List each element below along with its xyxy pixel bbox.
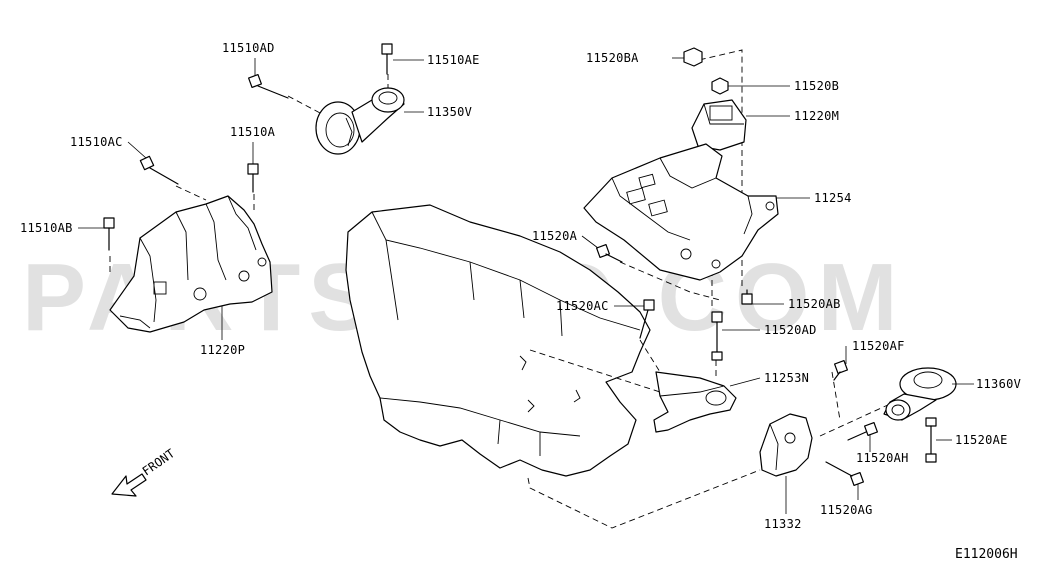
nut-11520BA <box>683 47 703 67</box>
callout-11350V: 11350V <box>427 105 472 119</box>
bolt-11520AC <box>639 299 655 339</box>
callout-11220M: 11220M <box>794 109 839 123</box>
front-arrow-icon <box>111 473 147 497</box>
callout-11520BA: 11520BA <box>586 51 639 65</box>
part-11350V-mount <box>315 87 405 155</box>
bolt-11520A <box>595 243 623 263</box>
bolt-11510AC <box>139 155 179 185</box>
part-11253N-bracket <box>653 371 737 433</box>
callout-11520AD: 11520AD <box>764 323 817 337</box>
callout-11510AD: 11510AD <box>222 41 275 55</box>
callout-11520B: 11520B <box>794 79 839 93</box>
leader-lines <box>78 57 974 514</box>
part-11332-bracket <box>759 413 813 477</box>
engine-block <box>345 204 651 477</box>
callout-11510AB: 11510AB <box>20 221 73 235</box>
callout-11510AE: 11510AE <box>427 53 480 67</box>
callout-11520AG: 11520AG <box>820 503 873 517</box>
stud-11520AE <box>925 417 937 463</box>
bolt-11520AG <box>825 461 865 487</box>
callout-11520AB: 11520AB <box>788 297 841 311</box>
bolt-11520AH <box>847 421 879 441</box>
bolt-11510AB <box>103 217 115 251</box>
callout-11360V: 11360V <box>976 377 1021 391</box>
callout-11253N: 11253N <box>764 371 809 385</box>
callout-11520AH: 11520AH <box>856 451 909 465</box>
bolt-11520AB <box>741 289 753 305</box>
callout-11254: 11254 <box>814 191 852 205</box>
bolt-11510AD <box>247 73 289 99</box>
bolt-11520AF <box>833 359 849 381</box>
front-label: FRONT <box>140 446 178 478</box>
nut-11520B <box>711 77 729 95</box>
callout-11520AC: 11520AC <box>556 299 609 313</box>
figure-code: E112006H <box>955 547 1018 562</box>
part-11254-bracket <box>583 143 779 281</box>
part-11360V-mount <box>883 367 957 421</box>
callout-11510A: 11510A <box>230 125 276 139</box>
stud-11520AD <box>711 311 723 361</box>
callout-11332: 11332 <box>764 517 802 531</box>
callout-11520A: 11520A <box>532 229 578 243</box>
callout-11520AF: 11520AF <box>852 339 905 353</box>
callout-11220P: 11220P <box>200 343 245 357</box>
callout-11520AE: 11520AE <box>955 433 1008 447</box>
bolt-11510A <box>247 163 259 193</box>
callout-11510AC: 11510AC <box>70 135 123 149</box>
front-indicator: FRONT <box>111 446 178 497</box>
part-11220M-insulator <box>691 99 747 151</box>
part-11220P-mount <box>109 195 273 333</box>
bolt-11510AE <box>381 43 393 75</box>
callout-labels: 11510AD 11510AE 11350V 11510AC 11510A 11… <box>20 41 1021 531</box>
